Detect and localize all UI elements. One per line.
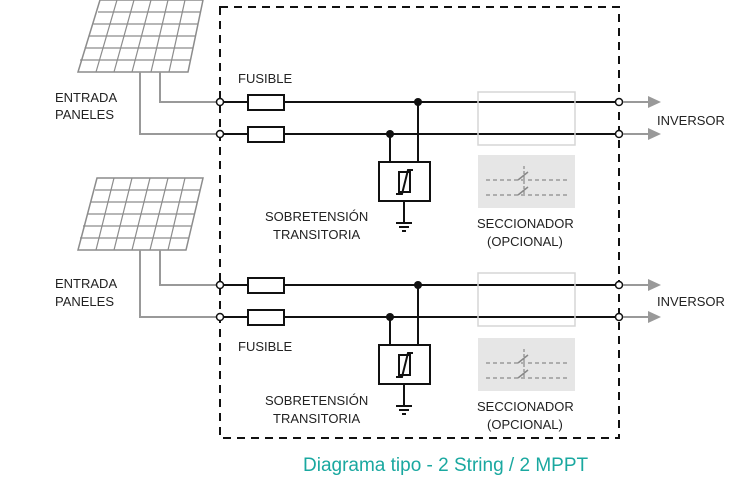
surge-protector-icon xyxy=(378,161,431,202)
sobretension-label: TRANSITORIA xyxy=(273,411,360,426)
arrow-icon xyxy=(623,128,661,140)
terminal xyxy=(614,280,624,290)
panel-lead-negative xyxy=(139,72,220,135)
fuse-icon xyxy=(247,126,285,143)
terminal xyxy=(215,280,225,290)
seccionador-label: SECCIONADOR xyxy=(477,216,574,231)
fusible-label: FUSIBLE xyxy=(238,71,293,86)
terminal xyxy=(614,312,624,322)
enclosure-box xyxy=(219,6,620,439)
terminal xyxy=(614,97,624,107)
terminal xyxy=(614,129,624,139)
fusible-label: FUSIBLE xyxy=(238,339,293,354)
terminal xyxy=(215,312,225,322)
inversor-label: INVERSOR xyxy=(657,113,725,128)
arrow-icon xyxy=(623,96,661,108)
solar-panel-icon xyxy=(77,177,204,251)
terminal xyxy=(215,97,225,107)
disconnect-switch-icon xyxy=(478,155,575,208)
disconnect-switch-icon xyxy=(478,338,575,391)
sobretension-label: SOBRETENSIÓN xyxy=(265,209,368,224)
sobretension-label: SOBRETENSIÓN xyxy=(265,393,368,408)
ground-icon xyxy=(396,405,412,415)
string-2-circuit xyxy=(215,272,661,415)
entrada-paneles-label: PANELES xyxy=(55,294,114,309)
entrada-paneles-label: PANELES xyxy=(55,107,114,122)
seccionador-label: SECCIONADOR xyxy=(477,399,574,414)
optional-slot xyxy=(477,272,576,327)
fuse-icon xyxy=(247,94,285,111)
panel-lead-positive xyxy=(159,72,220,103)
arrow-icon xyxy=(623,311,661,323)
seccionador-label: (OPCIONAL) xyxy=(487,234,563,249)
solar-panel-icon xyxy=(76,0,204,73)
fuse-icon xyxy=(247,309,285,326)
fuse-icon xyxy=(247,277,285,294)
inversor-label: INVERSOR xyxy=(657,294,725,309)
sobretension-label: TRANSITORIA xyxy=(273,227,360,242)
panel-lead-positive xyxy=(159,250,220,286)
arrow-icon xyxy=(623,279,661,291)
seccionador-label: (OPCIONAL) xyxy=(487,417,563,432)
string-1-circuit xyxy=(215,91,661,232)
entrada-paneles-label: ENTRADA xyxy=(55,276,117,291)
terminal xyxy=(215,129,225,139)
surge-protector-icon xyxy=(378,344,431,385)
diagram-caption: Diagrama tipo - 2 String / 2 MPPT xyxy=(303,455,588,476)
entrada-paneles-label: ENTRADA xyxy=(55,90,117,105)
ground-icon xyxy=(396,222,412,232)
optional-slot xyxy=(477,91,576,146)
panel-lead-negative xyxy=(139,250,220,318)
